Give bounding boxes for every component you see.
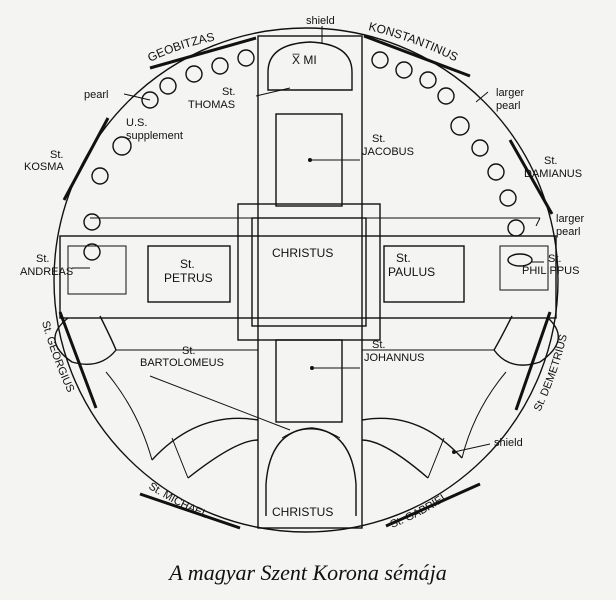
panel-philippus — [499, 245, 549, 291]
rim-plate-demetrius — [514, 311, 552, 411]
label-georgius: St. GEORGIUS — [39, 320, 76, 395]
lower-arches — [54, 315, 117, 365]
central-frame-outer — [237, 203, 381, 341]
label-larger-pearl-1a: larger — [496, 87, 524, 99]
label-bartolomeus-st: St. — [182, 345, 195, 357]
label-thomas-st: St. — [222, 86, 235, 98]
rim-plate-damianus — [508, 139, 554, 215]
label-thomas: THOMAS — [188, 99, 235, 111]
rim-plate-kosma — [62, 117, 110, 201]
label-kosma-st: St. — [50, 149, 63, 161]
horizontal-band — [59, 235, 557, 319]
label-andreas-st: St. — [36, 253, 49, 265]
lower-arches-right-3 — [461, 371, 507, 459]
lower-arches-right — [493, 315, 559, 366]
rim-plate-geobitzas — [149, 36, 257, 70]
label-gabriel: St. GABRIEL — [389, 490, 451, 530]
crown-outline — [53, 27, 559, 533]
lower-arches-right-6 — [361, 439, 429, 479]
label-shield-bottom: shield — [494, 437, 523, 449]
lower-arches-right-4 — [361, 417, 463, 459]
label-damianus: DAMIANUS — [524, 168, 582, 180]
label-larger-pearl-2a: larger — [556, 213, 584, 225]
lower-arches-4 — [151, 417, 259, 461]
label-jacobus-st: St. — [372, 133, 385, 145]
label-shield-top: shield — [306, 15, 335, 27]
label-philippus-st: St. — [548, 253, 561, 265]
label-johannus-st: St. — [372, 339, 385, 351]
label-larger-pearl-1b: pearl — [496, 100, 520, 112]
label-larger-pearl-2b: pearl — [556, 226, 580, 238]
diagram-caption: A magyar Szent Korona sémája — [169, 560, 447, 585]
label-xmi: X̅ MI — [292, 53, 317, 67]
lower-arches-3 — [105, 371, 153, 461]
label-supplement: supplement — [126, 130, 183, 142]
label-petrus-st: St. — [180, 257, 195, 271]
label-jacobus: JACOBUS — [362, 146, 414, 158]
label-us: U.S. — [126, 117, 147, 129]
vertical-band — [257, 35, 363, 529]
bottom-dome-pendant — [281, 428, 341, 439]
lower-arches-6 — [187, 439, 259, 479]
lower-arches-5 — [171, 437, 189, 479]
rim-plate-michael — [139, 492, 241, 530]
central-frame-inner — [251, 217, 367, 327]
pearls-right — [371, 51, 525, 237]
rim-plate-gabriel — [385, 482, 481, 528]
bottom-dome — [265, 427, 357, 516]
top-dome — [267, 41, 353, 91]
label-petrus: PETRUS — [164, 271, 213, 285]
pearls-left — [83, 49, 255, 261]
label-bartolomeus: BARTOLOMEUS — [140, 357, 224, 369]
crown-schematic-svg: shield X̅ MI GEOBITZAS KONSTANTINUS pear… — [20, 15, 584, 533]
label-pearl: pearl — [84, 89, 108, 101]
label-paulus: PAULUS — [388, 265, 435, 279]
panel-johannus — [275, 339, 343, 423]
pearl-philippus — [507, 253, 533, 267]
label-damianus-st: St. — [544, 155, 557, 167]
label-christus-bottom: CHRISTUS — [272, 505, 333, 519]
label-philippus: PHILIPPUS — [522, 265, 579, 277]
panel-andreas — [67, 245, 127, 295]
label-andreas: ANDREAS — [20, 266, 73, 278]
label-johannus: JOHANNUS — [364, 352, 425, 364]
panel-petrus — [147, 245, 231, 303]
panel-paulus — [383, 245, 465, 303]
label-paulus-st: St. — [396, 251, 411, 265]
rim-plate-georgius — [58, 311, 98, 409]
label-kosma: KOSMA — [24, 161, 64, 173]
label-christus-center: CHRISTUS — [272, 246, 333, 260]
rim-plate-konstantinus — [363, 34, 471, 78]
lower-arches-right-5 — [427, 437, 445, 479]
